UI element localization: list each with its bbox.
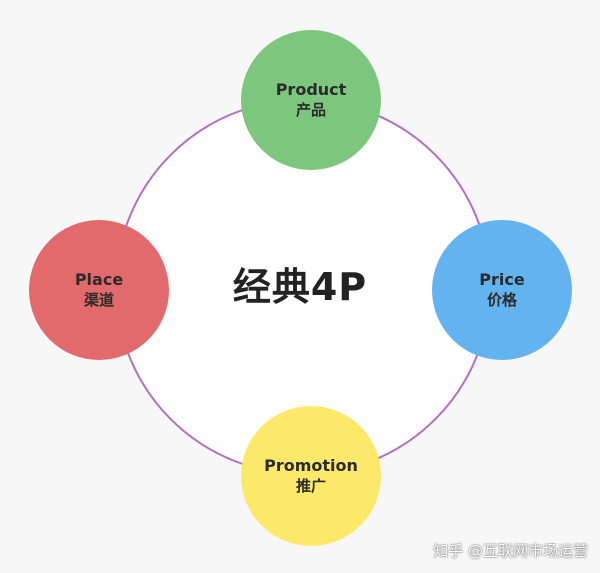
product-node-label: Product 产品 [241, 80, 381, 120]
price-en-label: Price [479, 270, 525, 289]
promotion-en-label: Promotion [264, 456, 358, 475]
price-node-circle [432, 220, 572, 360]
promotion-node-label: Promotion 推广 [241, 456, 381, 496]
place-en-label: Place [74, 270, 124, 289]
price-node-label: Price 价格 [432, 270, 572, 310]
watermark-text: 知乎 @互联网市场运营 [433, 542, 588, 560]
product-node-circle [241, 30, 381, 170]
place-node-circle [29, 220, 169, 360]
product-en-label: Product [275, 80, 347, 99]
price-zh-label: 价格 [486, 291, 517, 309]
place-node-label: Place 渠道 [29, 270, 169, 310]
place-zh-label: 渠道 [83, 291, 114, 309]
center-title: 经典4P [232, 265, 368, 309]
product-zh-label: 产品 [295, 101, 326, 119]
promotion-zh-label: 推广 [295, 477, 326, 495]
promotion-node-circle [241, 406, 381, 546]
